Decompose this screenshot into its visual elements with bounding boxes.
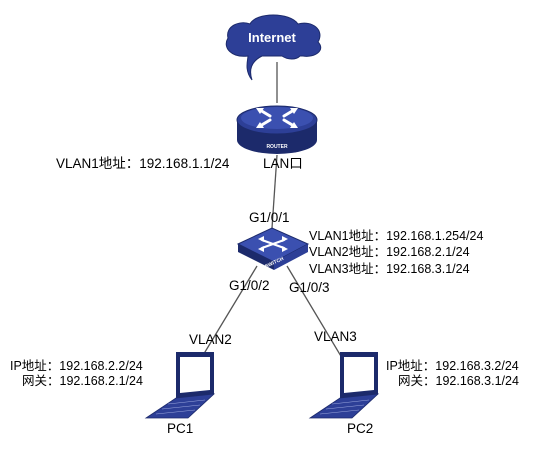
switch-icon: SWITCH xyxy=(236,227,310,270)
pc1-name: PC1 xyxy=(167,421,193,436)
link-router-switch xyxy=(271,154,278,229)
switch-vlan1-address: VLAN1地址：192.168.1.254/24 xyxy=(309,229,483,243)
switch-port-g101: G1/0/1 xyxy=(249,210,290,225)
router-icon: ROUTER xyxy=(236,105,318,154)
pc1-laptop-icon xyxy=(144,352,216,419)
pc2-vlan-label: VLAN3 xyxy=(314,329,357,344)
switch-port-g102: G1/0/2 xyxy=(229,278,270,293)
pc2-ip-address: IP地址：192.168.3.2/24 xyxy=(386,359,519,373)
internet-cloud: Internet xyxy=(225,14,322,81)
pc1-gateway: 网关：192.168.2.1/24 xyxy=(22,374,143,388)
pc1-ip-address: IP地址：192.168.2.2/24 xyxy=(10,359,143,373)
pc2-gateway: 网关：192.168.3.1/24 xyxy=(398,374,519,388)
router-badge: ROUTER xyxy=(266,144,288,150)
router-lan-port-label: LAN口 xyxy=(263,156,303,171)
switch-vlan3-address: VLAN3地址：192.168.3.1/24 xyxy=(309,262,470,276)
cloud-shape xyxy=(225,14,322,81)
pc2-name: PC2 xyxy=(347,421,373,436)
pc2-laptop-icon xyxy=(308,352,380,419)
internet-label: Internet xyxy=(248,30,296,45)
switch-vlan2-address: VLAN2地址：192.168.2.1/24 xyxy=(309,245,470,259)
router-vlan1-address: VLAN1地址：192.168.1.1/24 xyxy=(56,156,230,171)
pc1-vlan-label: VLAN2 xyxy=(189,332,232,347)
switch-port-g103: G1/0/3 xyxy=(289,280,330,295)
